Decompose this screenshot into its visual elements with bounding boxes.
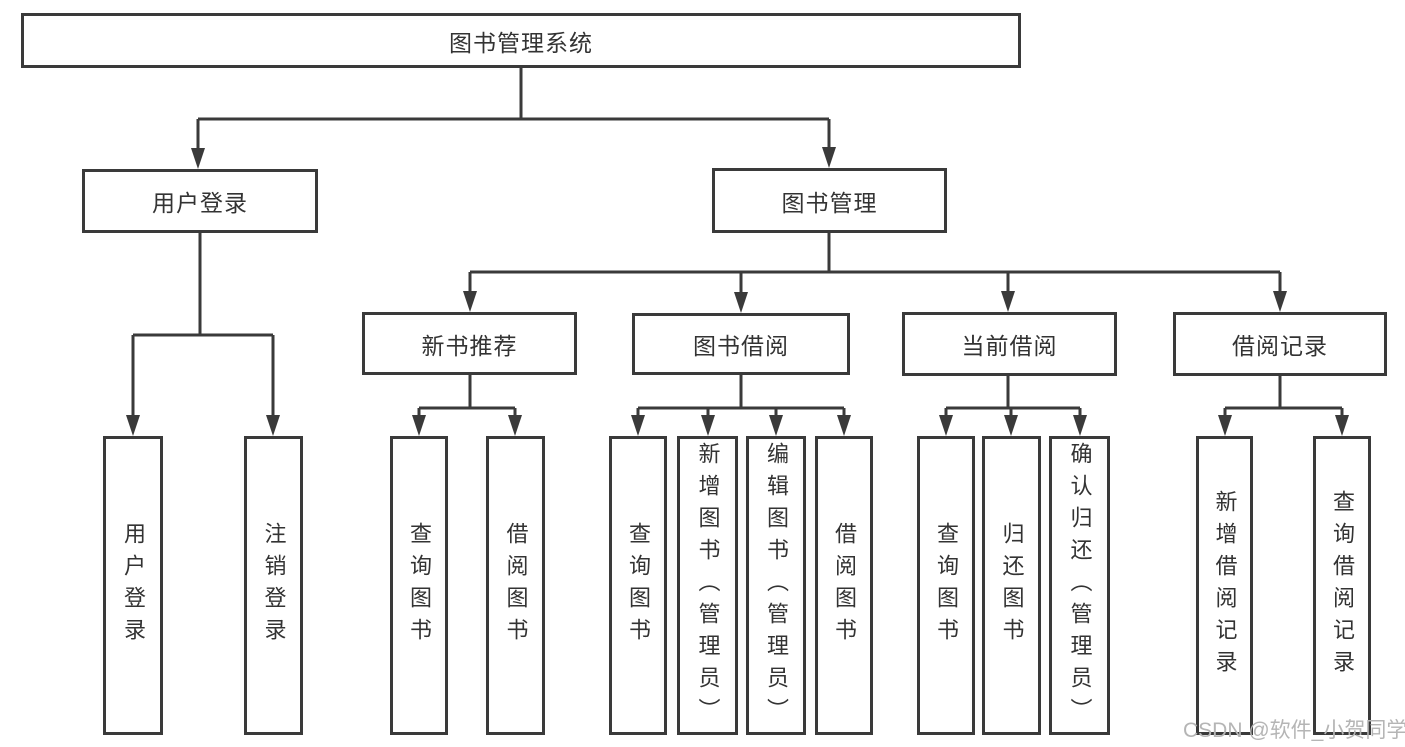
node-label: 查询图书	[407, 521, 432, 650]
arrow-icon	[1335, 415, 1349, 436]
node-user-login: 用户登录	[82, 169, 318, 233]
node-label: 图书借阅	[693, 333, 789, 359]
node-leaf-borrow-books-borrow: 借阅图书	[815, 436, 873, 735]
arrow-icon	[126, 415, 140, 436]
node-label: 新增借阅记录	[1212, 489, 1238, 682]
node-leaf-query-books-current: 查询图书	[917, 436, 975, 735]
arrow-icon	[1001, 291, 1015, 312]
arrow-icon	[463, 291, 477, 312]
node-leaf-borrow-books-recommend: 借阅图书	[486, 436, 545, 735]
node-root-system: 图书管理系统	[21, 13, 1021, 68]
node-leaf-query-books-borrow: 查询图书	[609, 436, 667, 735]
node-book-borrow: 图书借阅	[632, 313, 850, 375]
node-label: 新增图书（管理员）	[695, 441, 721, 730]
node-label: 用户登录	[152, 190, 248, 216]
node-label: 用户登录	[121, 521, 146, 650]
node-current-borrow: 当前借阅	[902, 312, 1117, 376]
arrow-icon	[1273, 291, 1287, 312]
node-label: 查询图书	[626, 521, 651, 650]
connector-current-borrow-split	[944, 375, 1082, 418]
arrow-icon	[631, 415, 645, 436]
node-borrow-records: 借阅记录	[1173, 312, 1387, 376]
node-label: 借阅记录	[1232, 333, 1328, 359]
node-new-book-recommend: 新书推荐	[362, 312, 577, 375]
node-label: 确认归还（管理员）	[1067, 441, 1093, 730]
node-leaf-return-book: 归还图书	[982, 436, 1041, 735]
node-label: 注销登录	[261, 521, 287, 650]
arrow-icon	[191, 148, 205, 169]
node-label: 借阅图书	[503, 521, 529, 650]
node-label: 当前借阅	[961, 333, 1058, 359]
arrow-icon	[822, 147, 836, 168]
arrow-icon	[837, 415, 851, 436]
arrow-icon	[769, 415, 783, 436]
arrow-icon	[266, 415, 280, 436]
node-label: 查询借阅记录	[1330, 489, 1355, 682]
connector-user-login-split	[131, 233, 275, 418]
connector-book-borrow-split	[636, 375, 846, 418]
connector-book-mgmt-split	[468, 233, 1282, 294]
connector-new-book-split	[417, 375, 517, 418]
csdn-watermark: CSDN @软件_小贺同学	[1183, 719, 1405, 742]
connector-root-to-level2	[196, 68, 831, 150]
node-leaf-query-books-recommend: 查询图书	[390, 436, 448, 735]
arrow-icon	[1073, 415, 1087, 436]
node-label: 新书推荐	[421, 332, 518, 359]
arrow-icon	[1218, 415, 1232, 436]
node-leaf-user-login: 用户登录	[103, 436, 163, 735]
arrow-icon	[701, 415, 715, 436]
arrow-icon	[1004, 415, 1018, 436]
node-book-management: 图书管理	[712, 168, 947, 233]
arrow-icon	[508, 415, 522, 436]
node-label: 归还图书	[999, 521, 1025, 650]
node-label: 编辑图书（管理员）	[764, 441, 789, 730]
node-leaf-edit-book-admin: 编辑图书（管理员）	[746, 436, 806, 735]
node-label: 图书管理	[781, 189, 878, 216]
node-label: 查询图书	[934, 521, 959, 650]
node-leaf-logout: 注销登录	[244, 436, 303, 735]
arrow-icon	[734, 292, 748, 313]
node-leaf-add-borrow-record: 新增借阅记录	[1196, 436, 1253, 735]
node-leaf-add-book-admin: 新增图书（管理员）	[677, 436, 738, 735]
node-label: 借阅图书	[832, 521, 857, 650]
arrow-icon	[939, 415, 953, 436]
node-leaf-confirm-return-admin: 确认归还（管理员）	[1049, 436, 1110, 735]
node-label: 图书管理系统	[449, 29, 593, 56]
connector-records-split	[1223, 375, 1344, 418]
arrow-icon	[412, 415, 426, 436]
node-leaf-query-borrow-record: 查询借阅记录	[1313, 436, 1371, 735]
